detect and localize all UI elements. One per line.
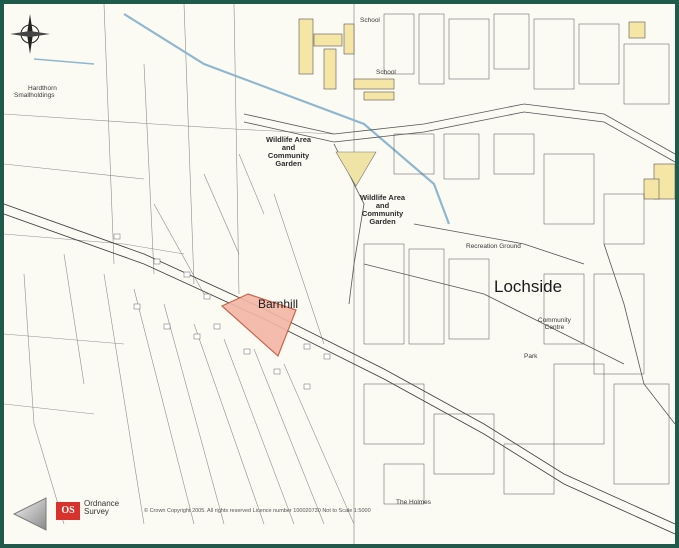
school-buildings — [298, 18, 675, 200]
label-hardthorn: Hardthorn Smallholdings — [14, 85, 57, 99]
label-wildlife-1: Wildlife Area and Community Garden — [266, 135, 312, 168]
label-the-holmes: The Holmes — [396, 499, 432, 506]
label-school-1: School — [360, 17, 380, 24]
copyright-notice: © Crown Copyright 2005. All rights reser… — [144, 508, 371, 514]
os-map-canvas — [4, 4, 675, 544]
wildlife-area-polygon — [335, 151, 377, 187]
burn-water — [123, 13, 451, 225]
label-lochside: Lochside — [494, 277, 563, 296]
main-road — [4, 203, 675, 535]
roadside-houses — [113, 233, 331, 390]
ordnance-survey-name: Ordnance Survey — [84, 499, 120, 517]
field-boundaries — [4, 4, 355, 525]
label-park: Park — [524, 353, 538, 360]
ordnance-survey-logo: OS — [56, 502, 80, 520]
compass-rose-icon — [10, 14, 50, 54]
barnhill-site-polygon[interactable] — [220, 293, 297, 358]
label-community-centre: Community Centre — [538, 317, 571, 331]
label-barnhill: Barnhill — [258, 297, 299, 311]
prev-arrow-icon[interactable] — [10, 494, 50, 534]
housing-blocks — [363, 13, 670, 505]
pond-water — [33, 58, 95, 65]
label-wildlife-2: Wildlife Area and Community Garden — [360, 193, 406, 226]
label-school-2: School — [376, 69, 396, 76]
map-footer: OS Ordnance Survey © Crown Copyright 200… — [54, 496, 654, 526]
label-recreation-ground: Recreation Ground — [466, 243, 521, 250]
